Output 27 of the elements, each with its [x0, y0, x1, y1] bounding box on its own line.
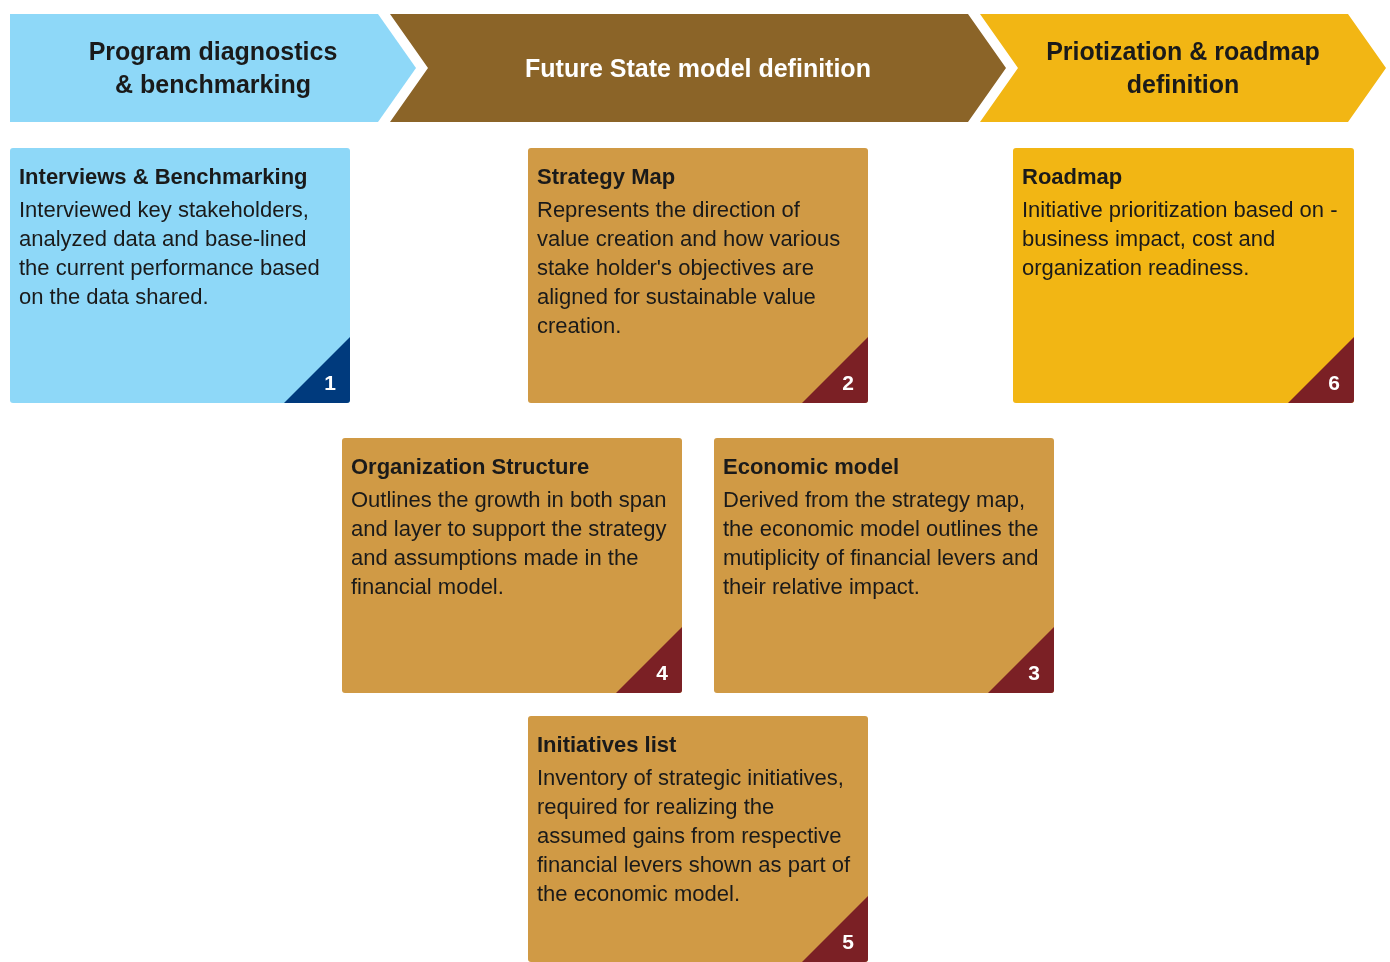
step-card [10, 148, 350, 403]
step-card [714, 438, 1054, 693]
phase-title: Future State model definition [525, 52, 871, 84]
card-heading: Roadmap [1022, 163, 1124, 191]
step-number: 6 [1328, 371, 1340, 395]
step-card [342, 438, 682, 693]
card-description: Represents the direction of value creation and how various stake holder's objectives are aligned for sustainable value creation. [537, 196, 842, 340]
phase-title: Priotization & roadmap definition [1045, 36, 1321, 100]
card-description: Initiative prioritization based on - business impact, cost and organization readiness. [1022, 196, 1339, 282]
step-number: 2 [842, 371, 854, 395]
card-heading: Interviews & Benchmarking [19, 163, 309, 191]
card-heading: Initiatives list [537, 731, 678, 759]
step-card [528, 148, 868, 403]
card-heading: Organization Structure [351, 453, 591, 481]
phase-title: Program diagnostics & benchmarking [87, 36, 339, 100]
card-heading: Strategy Map [537, 163, 677, 191]
card-description: Inventory of strategic initiatives, required for realizing the assumed gains from respective financial levers shown as part of the economic model. [537, 764, 852, 908]
step-number: 1 [324, 371, 336, 395]
card-description: Outlines the growth in both span and layer to support the strategy and assumptions made in the financial model. [351, 486, 668, 601]
step-number: 3 [1028, 661, 1040, 685]
card-description: Derived from the strategy map, the economic model outlines the mutiplicity of financial levers and their relative impact. [723, 486, 1040, 601]
step-card [1013, 148, 1354, 403]
step-card [528, 716, 868, 962]
card-heading: Economic model [723, 453, 901, 481]
step-number: 4 [656, 661, 668, 685]
step-number: 5 [842, 930, 854, 954]
card-description: Interviewed key stakeholders, analyzed data and base-lined the current performance based on the data shared. [19, 196, 321, 311]
